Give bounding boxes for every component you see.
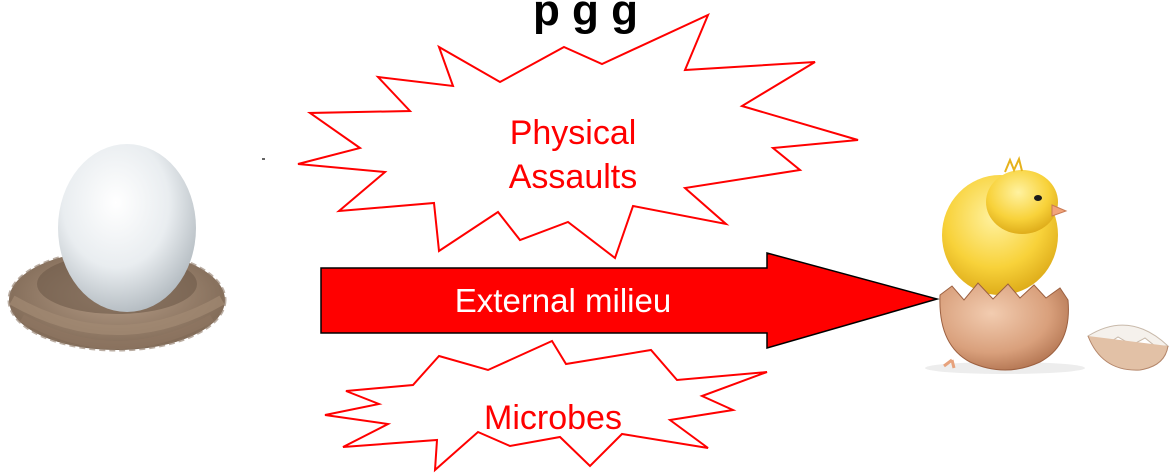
microbes-label: Microbes [484, 399, 622, 437]
physical-label-line1: Physical [510, 114, 637, 152]
assaults-label-line2: Assaults [509, 158, 638, 196]
external-milieu-arrow: External milieu [321, 253, 937, 348]
arrow-label: External milieu [455, 282, 671, 319]
microbes-burst: Microbes [325, 341, 767, 470]
physical-assaults-burst: Physical Assaults [298, 15, 858, 258]
egg-in-nest-image [9, 144, 225, 350]
chick-hatching-image [925, 159, 1168, 374]
stray-mark [262, 158, 265, 160]
